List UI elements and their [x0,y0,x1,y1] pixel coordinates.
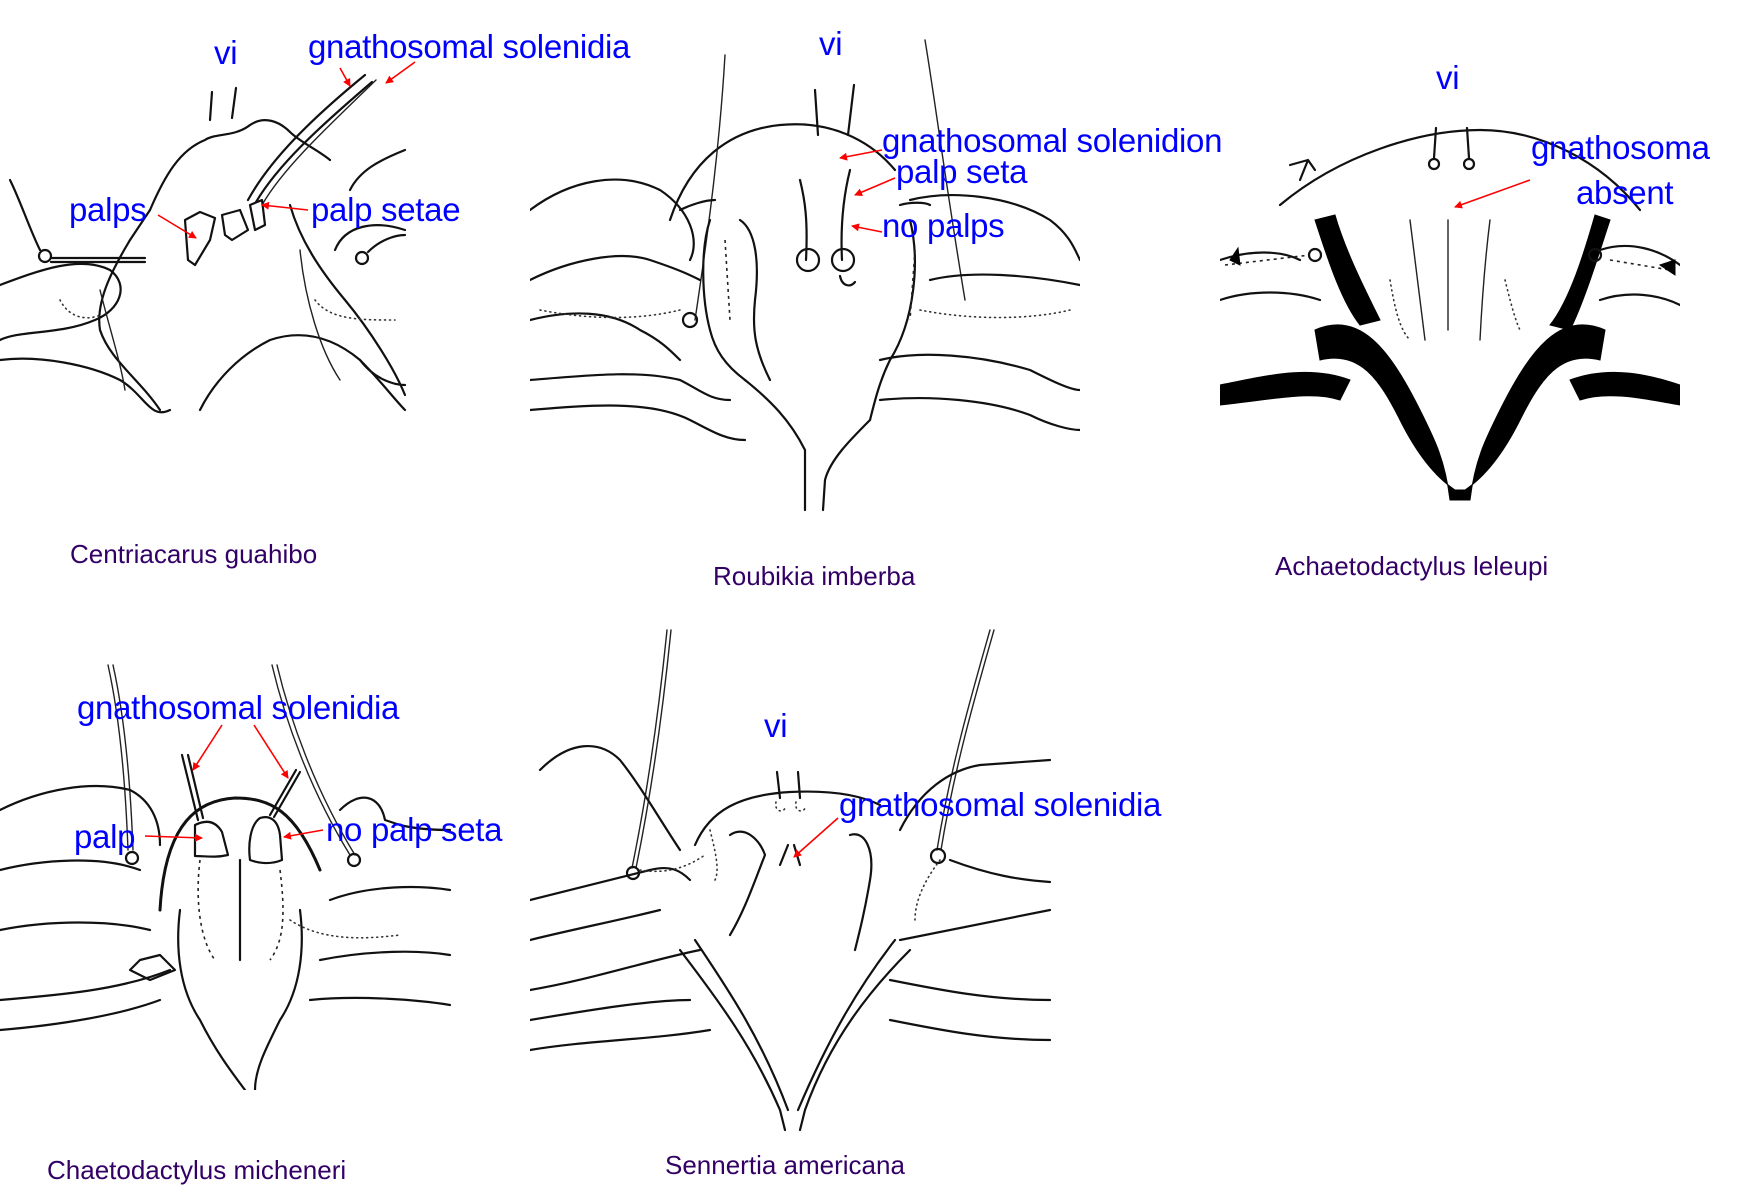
label-no-palp-seta: no palp seta [326,811,503,848]
arrows-sennertia [793,817,839,858]
arrow-solenidia-2 [385,61,416,84]
arrow-solenidia-right [253,724,289,779]
arrows-chaetodactylus [144,724,324,842]
label-vi: vi [1436,59,1460,96]
label-gnathosomal-solenidia: gnathosomal solenidia [839,786,1162,823]
label-gnathosomal-solenidia: gnathosomal solenidia [308,28,631,65]
arrow-palps [157,214,197,239]
caption-achaetodactylus: Achaetodactylus leleupi [1275,551,1549,581]
arrows-centriacarus [157,61,416,239]
label-gnathosomal-solenidia: gnathosomal solenidia [77,689,400,726]
arrow-no-palp-seta [283,829,324,840]
arrow-solenidia-1 [339,67,351,87]
label-palp-seta: palp seta [896,153,1028,190]
label-vi: vi [214,34,238,71]
arrow-palp-setae [261,201,309,211]
arrow-palp [144,833,203,842]
drawing-sennertia [530,629,1052,1132]
arrows-achaetodactylus [1454,179,1531,209]
label-gnathosoma: gnathosoma [1531,129,1710,166]
arrows-roubikia [839,149,896,233]
caption-roubikia: Roubikia imberba [713,561,916,591]
caption-chaetodactylus: Chaetodactylus micheneri [47,1155,347,1185]
label-no-palps: no palps [882,207,1005,244]
label-vi: vi [764,707,788,744]
label-absent: absent [1576,174,1674,211]
drawing-centriacarus [0,73,407,414]
caption-sennertia: Sennertia americana [665,1150,905,1180]
drawing-chaetodactylus [0,664,452,1090]
arrow-no-palps [851,223,883,233]
arrow-solenidion [839,149,883,161]
drawing-roubikia [530,39,1080,512]
arrow-sennertia-solenidia [793,817,839,858]
arrow-gnathosoma-absent [1454,179,1531,209]
label-palps: palps [69,191,147,228]
label-palp-setae: palp setae [311,191,461,228]
drawing-achaetodactylus [1220,126,1680,501]
label-gnathosomal-solenidion: gnathosomal solenidion [882,122,1223,159]
arrow-solenidia-left [192,724,223,771]
arrow-palp-seta [854,177,896,196]
caption-centriacarus: Centriacarus guahibo [70,539,318,569]
label-palp: palp [74,818,136,855]
label-vi: vi [819,25,843,62]
